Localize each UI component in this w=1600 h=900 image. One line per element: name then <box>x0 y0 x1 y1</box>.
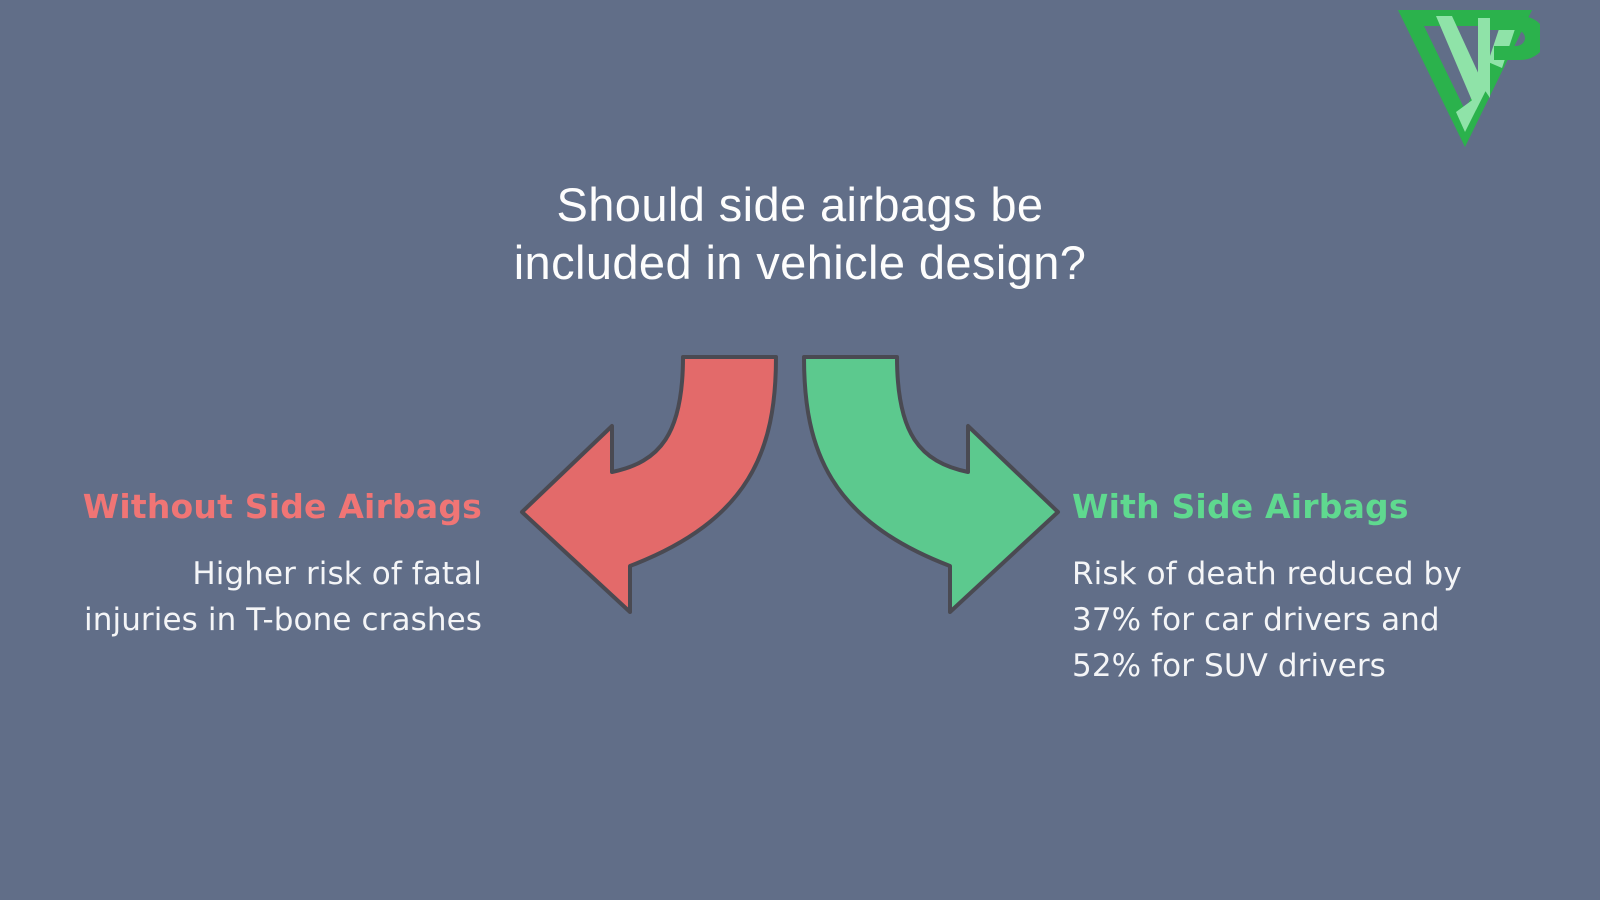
panel-right-body-line-2: 37% for car drivers and <box>1072 602 1440 638</box>
panel-right-body: Risk of death reduced by 37% for car dri… <box>1072 527 1554 689</box>
diverging-arrows-graphic <box>500 330 1080 630</box>
curved-arrow-right-green <box>802 355 1060 614</box>
page-title-line-2: included in vehicle design? <box>513 236 1087 289</box>
panel-left-body-line-2: injuries in T-bone crashes <box>84 602 482 638</box>
panel-without-side-airbags: Without Side Airbags Higher risk of fata… <box>0 487 490 643</box>
page-title: Should side airbags be included in vehic… <box>0 176 1600 292</box>
panel-with-side-airbags: With Side Airbags Risk of death reduced … <box>1072 487 1554 689</box>
panel-left-heading: Without Side Airbags <box>82 487 482 526</box>
panel-left-body: Higher risk of fatal injuries in T-bone … <box>0 527 482 643</box>
panel-right-body-line-3: 52% for SUV drivers <box>1072 648 1386 684</box>
panel-right-body-line-1: Risk of death reduced by <box>1072 556 1462 592</box>
panel-right-heading: With Side Airbags <box>1072 487 1409 526</box>
panel-left-body-line-1: Higher risk of fatal <box>192 556 482 592</box>
vp-monogram-logo <box>1390 2 1546 152</box>
curved-arrow-left-red <box>520 355 778 614</box>
page-title-line-1: Should side airbags be <box>556 178 1044 231</box>
